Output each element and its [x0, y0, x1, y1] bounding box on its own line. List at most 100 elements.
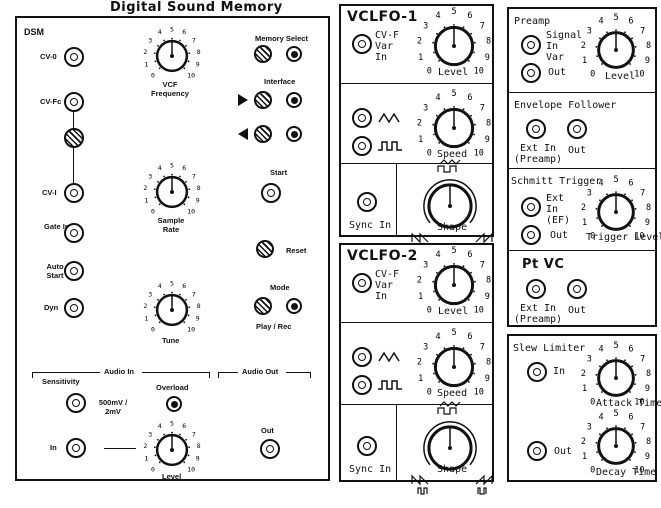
interface-out-arrow-icon: [238, 128, 248, 140]
dyn-jack[interactable]: [64, 298, 84, 318]
dsm-label: DSM: [24, 27, 44, 37]
scale-mark: 3: [148, 290, 152, 298]
waveform-icon: [475, 474, 493, 486]
waveform-icon: [411, 474, 429, 486]
slew-out-jack[interactable]: [527, 441, 547, 461]
preamp-out-jack[interactable]: [521, 63, 541, 83]
scale-tick: [634, 373, 637, 376]
scale-tick: [634, 207, 637, 210]
vclfo2-divider: [341, 322, 492, 323]
interface-label: Interface: [264, 77, 296, 86]
scale-mark: 5: [451, 7, 456, 17]
ptvc-ext-jack[interactable]: [526, 279, 546, 299]
envelope-ext-jack[interactable]: [526, 119, 546, 139]
overload-led: [166, 396, 182, 412]
scale-tick: [473, 51, 475, 54]
vclfo1-sine-jack[interactable]: [352, 108, 372, 128]
scale-tick: [171, 173, 173, 176]
scale-tick: [473, 133, 475, 136]
sensitivity-jack[interactable]: [66, 393, 86, 413]
scale-tick: [163, 175, 166, 178]
scale-mark: 8: [197, 48, 201, 56]
mode-button[interactable]: [254, 297, 272, 315]
vclfo2-shape-knob[interactable]: [406, 400, 493, 495]
gate-in-jack[interactable]: [64, 223, 84, 243]
knob-center: [452, 44, 456, 48]
cvfc-jack[interactable]: [64, 92, 84, 112]
scale-mark: 8: [646, 203, 651, 213]
scale-mark: 5: [451, 328, 456, 338]
scale-mark: 6: [628, 179, 633, 189]
interface-in-button[interactable]: [254, 91, 272, 109]
vclfo1-square-jack[interactable]: [352, 136, 372, 156]
vcf-frequency-label: VCF Frequency: [151, 80, 189, 98]
auto-start-jack[interactable]: [64, 261, 84, 281]
scale-mark: 4: [598, 17, 603, 27]
vclfo2-sync-jack[interactable]: [357, 436, 377, 456]
schmitt-ext-label: Ext In (EF): [546, 193, 571, 226]
ptvc-out-jack[interactable]: [567, 279, 587, 299]
scale-mark: 9: [485, 374, 490, 384]
scale-mark: 2: [417, 36, 422, 46]
scale-tick: [470, 353, 472, 356]
scale-tick: [615, 29, 617, 32]
scale-tick: [443, 108, 446, 111]
vclfo2-square-jack[interactable]: [352, 375, 372, 395]
cv-link-button[interactable]: [64, 128, 84, 148]
ptvc-ext-label: Ext In (Preamp): [513, 303, 563, 325]
scale-mark: 3: [587, 355, 592, 365]
vclfo1-shape-knob[interactable]: [406, 158, 493, 253]
scale-mark: 9: [485, 53, 490, 63]
scale-mark: 7: [192, 290, 196, 298]
scale-mark: 4: [158, 164, 162, 172]
envelope-out-jack[interactable]: [567, 119, 587, 139]
schmitt-ext-jack[interactable]: [521, 197, 541, 217]
schmitt-title: Schmitt Trigger: [511, 176, 602, 187]
schmitt-out-jack[interactable]: [521, 225, 541, 245]
scale-tick: [631, 199, 633, 202]
scale-tick: [438, 60, 440, 62]
scale-mark: 3: [587, 423, 592, 433]
slew-in-jack[interactable]: [527, 362, 547, 382]
preamp-signal-jack[interactable]: [521, 35, 541, 55]
audio-in-rule-left: [32, 372, 100, 373]
scale-mark: 9: [645, 218, 650, 228]
scale-tick: [158, 67, 161, 70]
vclfo2-cvf-jack[interactable]: [352, 273, 372, 293]
waveform-icon: [477, 487, 487, 495]
scale-mark: 7: [640, 355, 645, 365]
reset-button[interactable]: [256, 240, 274, 258]
scale-mark: 8: [486, 357, 491, 367]
memory-select-button[interactable]: [254, 45, 272, 63]
scale-mark: 1: [418, 374, 423, 384]
scale-mark: 5: [613, 175, 618, 185]
start-jack[interactable]: [261, 183, 281, 203]
vclfo1-sync-jack[interactable]: [357, 192, 377, 212]
vclfo2-sine-jack[interactable]: [352, 347, 372, 367]
vclfo1-title: VCLFO-1: [347, 9, 418, 25]
cv0-jack[interactable]: [64, 47, 84, 67]
audio-in-jack[interactable]: [66, 438, 86, 458]
scale-mark: 7: [480, 260, 485, 270]
vclfo1-cvf-jack[interactable]: [352, 34, 372, 54]
waveform-icon: [437, 165, 457, 173]
shape-arc: [423, 421, 477, 466]
audio-out-jack[interactable]: [260, 439, 280, 459]
scale-mark: 7: [192, 172, 196, 180]
vclfo1-sine-icon: [378, 112, 400, 124]
cvi-jack[interactable]: [64, 183, 84, 203]
interface-out-button[interactable]: [254, 125, 272, 143]
scale-tick: [624, 193, 626, 196]
